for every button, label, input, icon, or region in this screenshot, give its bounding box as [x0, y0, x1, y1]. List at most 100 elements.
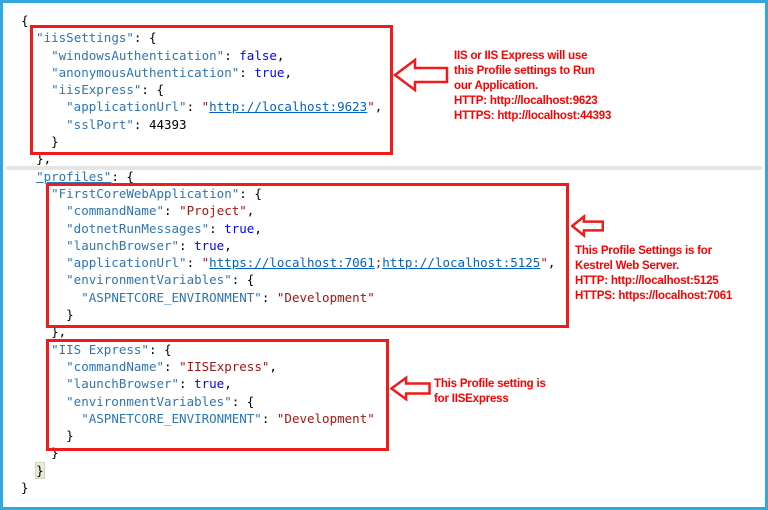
- code-line: {: [21, 12, 555, 29]
- code-line: "windowsAuthentication": false,: [21, 47, 555, 64]
- code-token: false: [239, 47, 277, 63]
- code-line: "launchBrowser": true,: [21, 237, 555, 254]
- code-line: "profiles": {: [21, 168, 555, 185]
- code-token: "Development": [276, 289, 375, 305]
- code-editor[interactable]: { "iisSettings": { "windowsAuthenticatio…: [21, 12, 555, 496]
- code-line: },: [21, 323, 555, 340]
- code-token: true: [254, 64, 285, 80]
- code-token: },: [51, 324, 67, 340]
- code-token: "anonymousAuthentication": [51, 64, 240, 80]
- annotation-line: HTTPS: https://localhost:7061: [575, 290, 733, 302]
- code-token: ,: [269, 358, 277, 374]
- code-token: "IIS Express": [51, 341, 149, 357]
- code-token: :: [261, 289, 277, 305]
- code-token: true: [224, 220, 255, 236]
- code-token: : {: [231, 272, 255, 288]
- code-token: "environmentVariables": [66, 272, 232, 288]
- code-token: "iisExpress": [51, 82, 142, 98]
- code-token: "commandName": [66, 358, 164, 374]
- code-token: ,: [547, 255, 556, 271]
- code-token: "windowsAuthentication": [51, 47, 225, 63]
- code-token: : {: [141, 82, 164, 98]
- code-token: "dotnetRunMessages": [66, 220, 210, 236]
- code-token: ,: [276, 47, 285, 63]
- annotation-line: this Profile settings to Run: [454, 65, 595, 77]
- code-token: "FirstCoreWebApplication": [51, 185, 240, 201]
- annotation-line: Kestrel Web Server.: [575, 260, 680, 272]
- code-token: ,: [246, 203, 255, 219]
- indent: [21, 169, 36, 184]
- code-token: ,: [284, 64, 292, 80]
- code-token: 44393: [148, 116, 187, 132]
- code-token: :: [164, 203, 180, 219]
- code-line: }: [21, 444, 555, 461]
- code-token: "commandName": [66, 203, 164, 219]
- code-line: }: [21, 479, 555, 496]
- code-token: :: [164, 358, 180, 374]
- code-token: :: [224, 47, 240, 63]
- code-token: :: [133, 116, 149, 132]
- code-line: "environmentVariables": {: [21, 271, 555, 288]
- code-token: :: [209, 220, 225, 236]
- code-token: }: [21, 480, 29, 496]
- left-arrow-icon: [571, 214, 604, 238]
- url-link[interactable]: https://localhost:7061: [209, 255, 375, 271]
- code-token: ,: [224, 376, 232, 392]
- url-link[interactable]: http://localhost:9623: [209, 99, 368, 115]
- left-arrow-icon: [393, 56, 449, 94]
- annotation-line: our Application.: [454, 80, 538, 92]
- code-line: "launchBrowser": true,: [21, 375, 555, 392]
- code-line: "applicationUrl": "http://localhost:9623…: [21, 98, 555, 115]
- code-line: }: [21, 461, 555, 479]
- annotation-line: HTTP: http://localhost:5125: [575, 275, 719, 287]
- code-line: }: [21, 133, 555, 150]
- code-token: ;: [374, 255, 383, 271]
- code-token: true: [194, 376, 225, 392]
- code-token: "ASPNETCORE_ENVIRONMENT": [81, 289, 262, 305]
- code-token: :: [179, 376, 195, 392]
- url-link[interactable]: http://localhost:5125: [382, 255, 541, 271]
- annotation-line: HTTP: http://localhost:9623: [454, 95, 598, 107]
- code-line: "applicationUrl": "https://localhost:706…: [21, 254, 555, 271]
- annotation-line: HTTPS: http://localhost:44393: [454, 110, 612, 122]
- code-token: :: [186, 99, 202, 115]
- code-line: "commandName": "IISExpress",: [21, 358, 555, 375]
- code-token: :: [261, 410, 277, 426]
- code-token: "IISExpress": [179, 358, 270, 374]
- annotation-line: IIS or IIS Express will use: [454, 50, 588, 62]
- code-line: "commandName": "Project",: [21, 202, 555, 219]
- indent: [21, 463, 36, 478]
- code-token: {: [21, 13, 29, 28]
- code-token: ": [367, 99, 375, 115]
- left-arrow-icon: [390, 375, 431, 402]
- code-token: "launchBrowser": [66, 237, 180, 253]
- code-line: },: [21, 150, 555, 167]
- highlight-box-kestrel-profile: [46, 183, 569, 328]
- code-line: "ASPNETCORE_ENVIRONMENT": "Development": [21, 410, 555, 427]
- code-token: }: [51, 134, 59, 150]
- code-token: :: [239, 64, 255, 80]
- code-token: }: [66, 428, 74, 444]
- code-token: : {: [148, 341, 172, 357]
- code-token: : {: [231, 393, 255, 409]
- code-token: "sslPort": [66, 116, 134, 132]
- code-line: "sslPort": 44393: [21, 116, 555, 133]
- code-token: :: [186, 255, 202, 271]
- annotation-line: This Profile Settings is for: [575, 245, 712, 257]
- code-line: "FirstCoreWebApplication": {: [21, 185, 555, 202]
- code-token: "Development": [276, 410, 375, 426]
- code-token: "environmentVariables": [66, 393, 232, 409]
- code-line: "iisSettings": {: [21, 29, 555, 46]
- code-token: ,: [224, 237, 232, 253]
- code-token: }: [51, 445, 59, 461]
- code-line: "iisExpress": {: [21, 81, 555, 98]
- code-token: ": [540, 255, 548, 271]
- code-token: "profiles": [36, 168, 112, 184]
- code-token: ": [201, 99, 210, 115]
- code-token: "Project": [179, 203, 247, 219]
- code-line: "environmentVariables": {: [21, 393, 555, 410]
- code-token: "iisSettings": [36, 30, 134, 46]
